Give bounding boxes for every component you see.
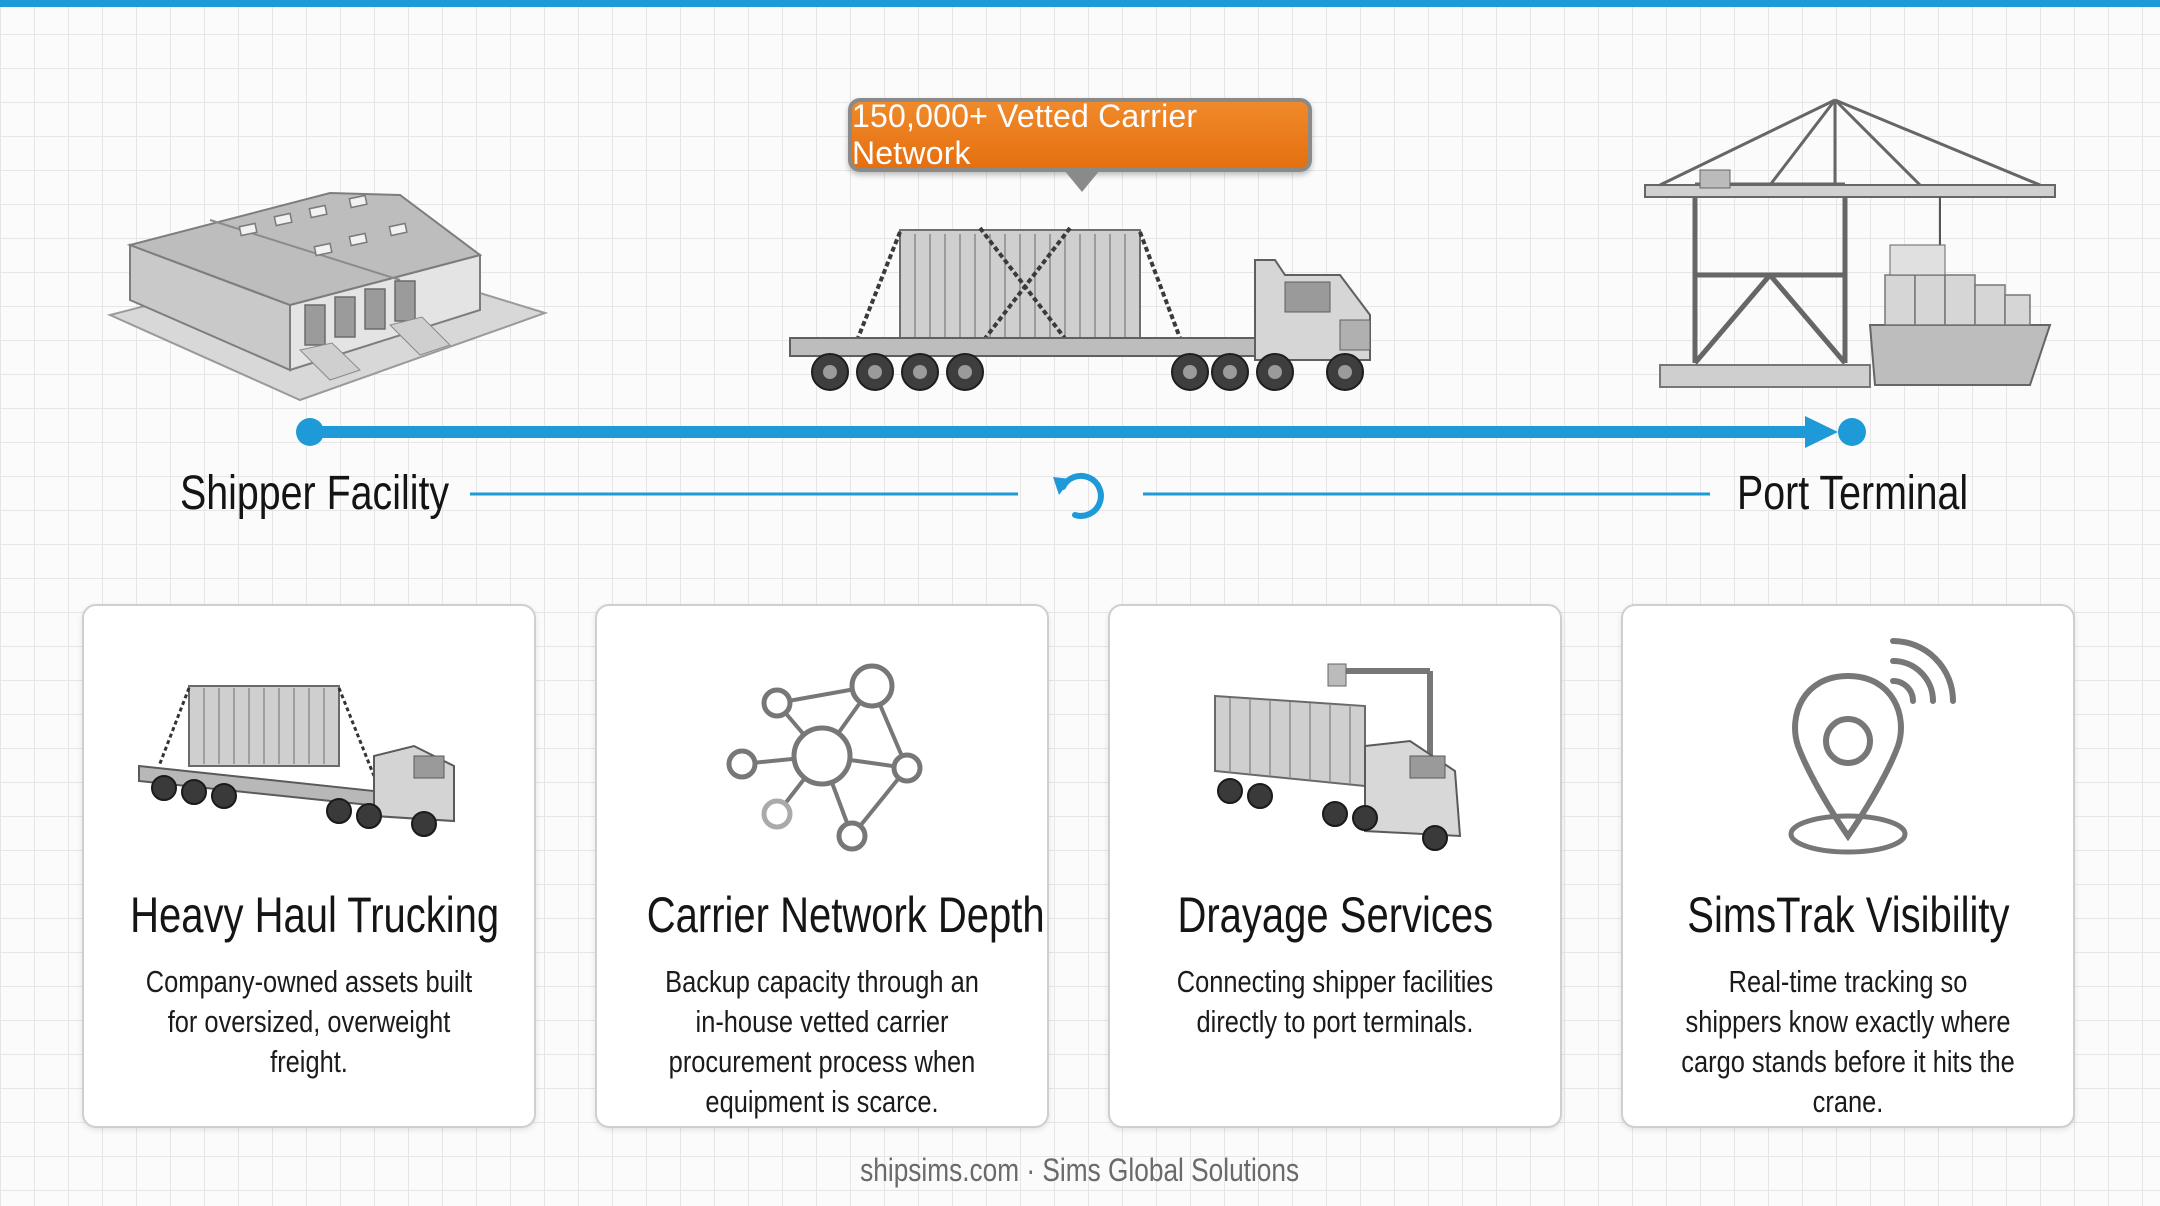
card-description: Connecting shipper facilities directly t…: [1176, 964, 1494, 1039]
top-accent-bar: [0, 0, 2160, 7]
card-title: SimsTrak Visibility: [1686, 887, 2010, 943]
card-description: Real-time tracking so shippers know exac…: [1681, 964, 2015, 1119]
badge-pointer: [1064, 170, 1100, 192]
start-label: Shipper Facility: [180, 467, 450, 520]
card-description: Company-owned assets built for oversized…: [145, 964, 473, 1079]
end-node: [1838, 418, 1866, 446]
start-node: [296, 418, 324, 446]
route-arrowhead: [1805, 416, 1838, 448]
network-nodes-icon: [726, 663, 923, 852]
card-heavy-haul: Heavy Haul Trucking Company-owned assets…: [82, 604, 536, 1128]
card-title: Carrier Network Depth: [646, 887, 1045, 943]
card-drayage: Drayage Services Connecting shipper faci…: [1108, 604, 1562, 1128]
end-label: Port Terminal: [1737, 467, 1969, 520]
card-title: Heavy Haul Trucking: [130, 887, 500, 943]
route-timeline: [296, 416, 1866, 496]
port-crane-illustration: [1644, 98, 2056, 388]
card-description: Backup capacity through an in-house vett…: [665, 964, 979, 1119]
return-cycle-icon: [1053, 472, 1104, 519]
heavy-haul-truck-icon: [138, 685, 455, 837]
warehouse-illustration: [106, 191, 549, 402]
card-carrier-network: Carrier Network Depth Backup capacity th…: [595, 604, 1049, 1128]
footer-credit: shipsims.com · Sims Global Solutions: [860, 1152, 1300, 1188]
flatbed-truck-illustration: [789, 226, 1371, 391]
location-signal-icon: [1788, 638, 1956, 855]
card-title: Drayage Services: [1177, 887, 1493, 943]
card-simstrak: SimsTrak Visibility Real-time tracking s…: [1621, 604, 2075, 1128]
carrier-network-badge: 150,000+ Vetted Carrier Network: [848, 98, 1312, 172]
drayage-truck-icon: [1214, 663, 1462, 851]
